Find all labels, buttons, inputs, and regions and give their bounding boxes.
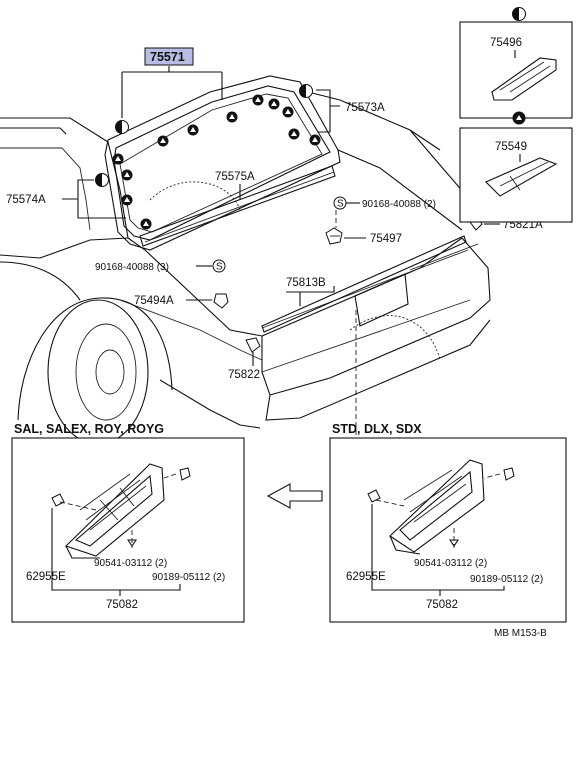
inset-75496[interactable]: 75496 [459,7,573,119]
clip-left-b [179,467,191,481]
triangle-in-circle-icon [309,134,321,146]
inset-75549[interactable]: 75549 [459,111,573,223]
back-window-glass [104,75,341,251]
part-number-90541-03112-right: 90541-03112 (2) [414,558,487,569]
triangle-in-circle-icon [121,169,133,181]
part-number-75813B: 75813B [286,277,326,289]
left-variant-panel: SAL, SALEX, ROY, ROYG 90541-03112 (2) 90… [11,422,245,623]
part-75822[interactable]: 75822 [228,337,261,381]
half-circle-icon [115,120,129,134]
car-body-outline [0,89,491,445]
trunk-panel-left [64,463,165,559]
part-number-75573A: 75573A [345,102,385,114]
triangle-in-circle-icon [288,128,300,140]
triangle-in-circle-icon [226,111,238,123]
part-75813B[interactable]: 75813B [261,235,467,333]
part-number-62955E-left: 62955E [26,571,66,583]
glass-lower-strip [139,165,336,247]
triangle-in-circle-icon [112,153,124,165]
part-bolt-90168-3[interactable]: 90168-40088 (3) S [95,259,226,273]
clip-right-a [367,489,381,503]
part-75573A[interactable]: 75573A [316,89,385,133]
part-number-75082-left: 75082 [106,599,138,611]
left-panel-title: SAL, SALEX, ROY, ROYG [14,422,164,436]
triangle-in-circle-icon [157,135,169,147]
part-number-90189-05112-left: 90189-05112 (2) [152,572,225,583]
half-circle-icon [95,173,109,187]
triangle-in-circle-icon [121,194,133,206]
part-number-90168-40088-2: 90168-40088 (2) [362,199,436,210]
part-75571[interactable]: 75571 [121,47,223,118]
half-circle-icon [512,7,526,21]
part-number-75574A: 75574A [6,194,46,206]
triangle-in-circle-icon [282,106,294,118]
trunk-panel-right [389,459,485,555]
filled-circle-icon [512,111,526,125]
triangle-markers [112,94,321,230]
part-number-75497: 75497 [370,233,402,245]
right-variant-panel: STD, DLX, SDX 90541-03112 (2) 90189-0511… [329,422,567,623]
part-number-75575A: 75575A [215,171,255,183]
diagram-code: MB M153-B [494,628,547,639]
clip-left-a [51,493,65,507]
part-number-90541-03112-left: 90541-03112 (2) [94,558,167,569]
part-75497[interactable]: 75497 [325,210,402,245]
part-number-75571: 75571 [150,50,185,64]
triangle-in-circle-icon [187,124,199,136]
part-number-75494A: 75494A [134,295,174,307]
part-number-90189-05112-right: 90189-05112 (2) [470,574,543,585]
part-number-90168-40088-3: 90168-40088 (3) [95,262,169,273]
part-number-75822: 75822 [228,369,260,381]
triangle-in-circle-icon [140,218,152,230]
part-number-75082-right: 75082 [426,599,458,611]
s-mark: S [337,199,344,210]
half-circle-icon [299,84,313,98]
s-mark: S [216,262,223,273]
arrow-left-icon [266,483,323,509]
part-75575A[interactable]: 75575A [215,171,255,200]
part-bolt-90168-2[interactable]: S 90168-40088 (2) [333,196,436,210]
part-number-75549: 75549 [495,141,527,153]
part-75494A[interactable]: 75494A [134,293,229,309]
part-number-75496: 75496 [490,37,522,49]
clip-right-b [503,467,515,481]
triangle-in-circle-icon [268,98,280,110]
right-panel-title: STD, DLX, SDX [332,422,422,436]
part-75574A[interactable]: 75574A [6,179,126,219]
s-in-circle-icon: S [212,259,226,273]
triangle-in-circle-icon [252,94,264,106]
s-in-circle-icon: S [333,196,347,210]
part-number-62955E-right: 62955E [346,571,386,583]
